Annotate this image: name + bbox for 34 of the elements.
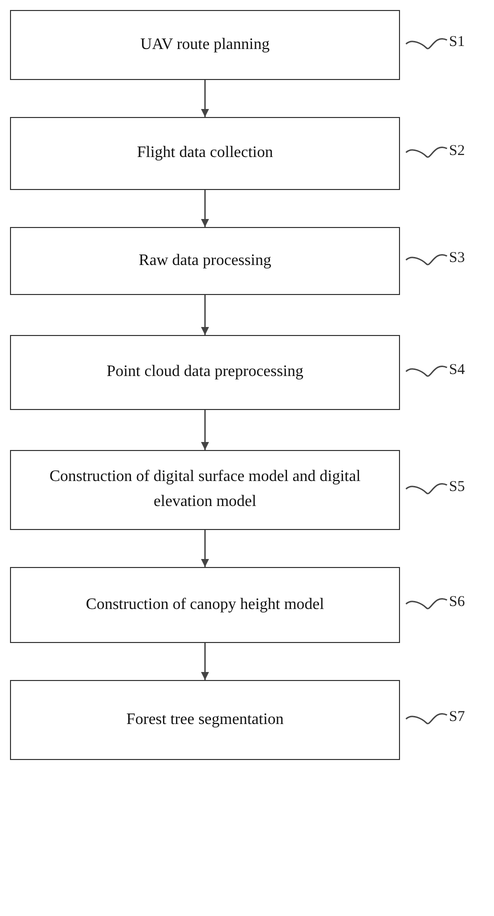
process-box bbox=[10, 335, 400, 410]
step-number: S1 bbox=[449, 35, 465, 50]
arrow bbox=[201, 295, 209, 335]
leader-line bbox=[406, 713, 448, 724]
arrow bbox=[201, 80, 209, 117]
leader-line bbox=[406, 366, 448, 377]
step-number: S5 bbox=[449, 480, 465, 495]
step-text: Construction of canopy height model bbox=[86, 594, 324, 615]
arrow bbox=[201, 410, 209, 450]
step-text: Construction of digital surface model and digital elevation model bbox=[48, 467, 362, 512]
leader-line bbox=[406, 146, 448, 158]
step-number: S7 bbox=[449, 710, 465, 725]
arrow bbox=[201, 530, 209, 567]
process-box bbox=[10, 450, 400, 530]
leader-line bbox=[406, 254, 448, 266]
step-number: S4 bbox=[449, 362, 465, 378]
leader-line bbox=[406, 483, 448, 494]
step-text: Point cloud data preprocessing bbox=[106, 362, 304, 382]
step-text: UAV route planning bbox=[140, 34, 270, 55]
process-box bbox=[10, 10, 400, 80]
leader-line bbox=[406, 38, 448, 50]
process-box bbox=[10, 227, 400, 295]
step-number: S2 bbox=[449, 144, 465, 158]
step-number: S3 bbox=[449, 251, 465, 266]
step-text: Forest tree segmentation bbox=[126, 710, 284, 730]
step-text: Flight data collection bbox=[137, 143, 273, 164]
step-text: Raw data processing bbox=[138, 250, 272, 271]
process-box bbox=[10, 567, 400, 643]
leader-line bbox=[406, 598, 448, 610]
arrow bbox=[201, 190, 209, 227]
process-box bbox=[10, 680, 400, 760]
process-box bbox=[10, 117, 400, 190]
step-number: S6 bbox=[449, 595, 465, 610]
arrow bbox=[201, 643, 209, 680]
